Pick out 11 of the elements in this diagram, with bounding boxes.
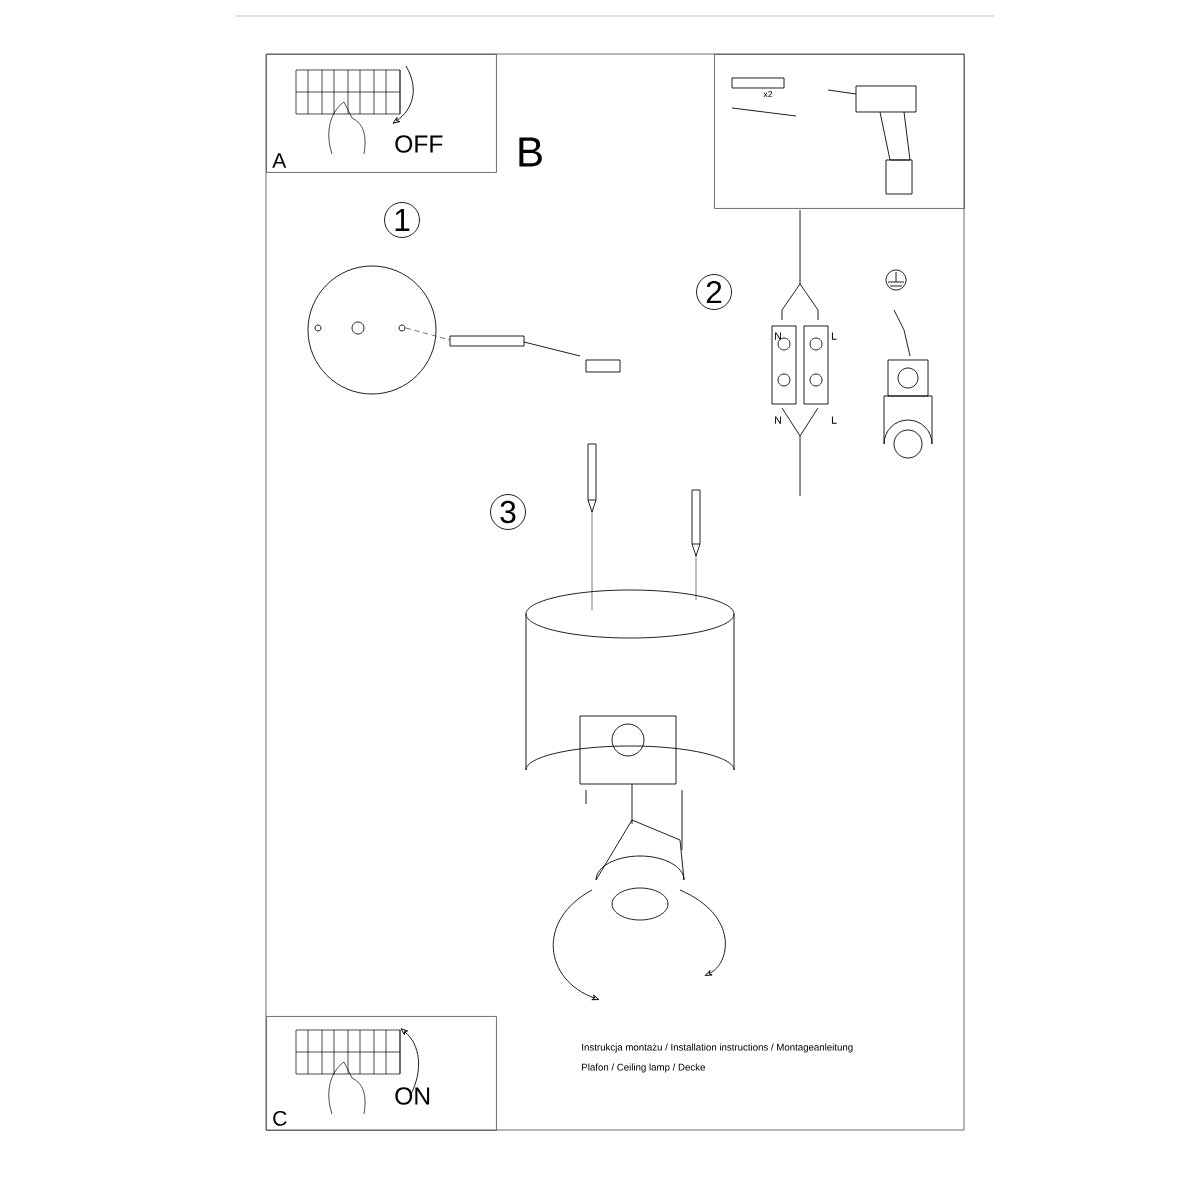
panel-box	[266, 54, 497, 173]
step-number: 1	[384, 202, 420, 238]
tools-panel	[714, 54, 965, 209]
panel-box	[266, 1016, 497, 1131]
panel-text: OFF	[395, 135, 443, 153]
panel-text: ON	[395, 1087, 430, 1105]
step-number: 3	[490, 494, 526, 530]
step-number: 2	[696, 274, 732, 310]
panel-letter: C	[273, 1110, 287, 1126]
panel-letter: A	[272, 153, 287, 168]
step-letter: B	[519, 137, 542, 167]
